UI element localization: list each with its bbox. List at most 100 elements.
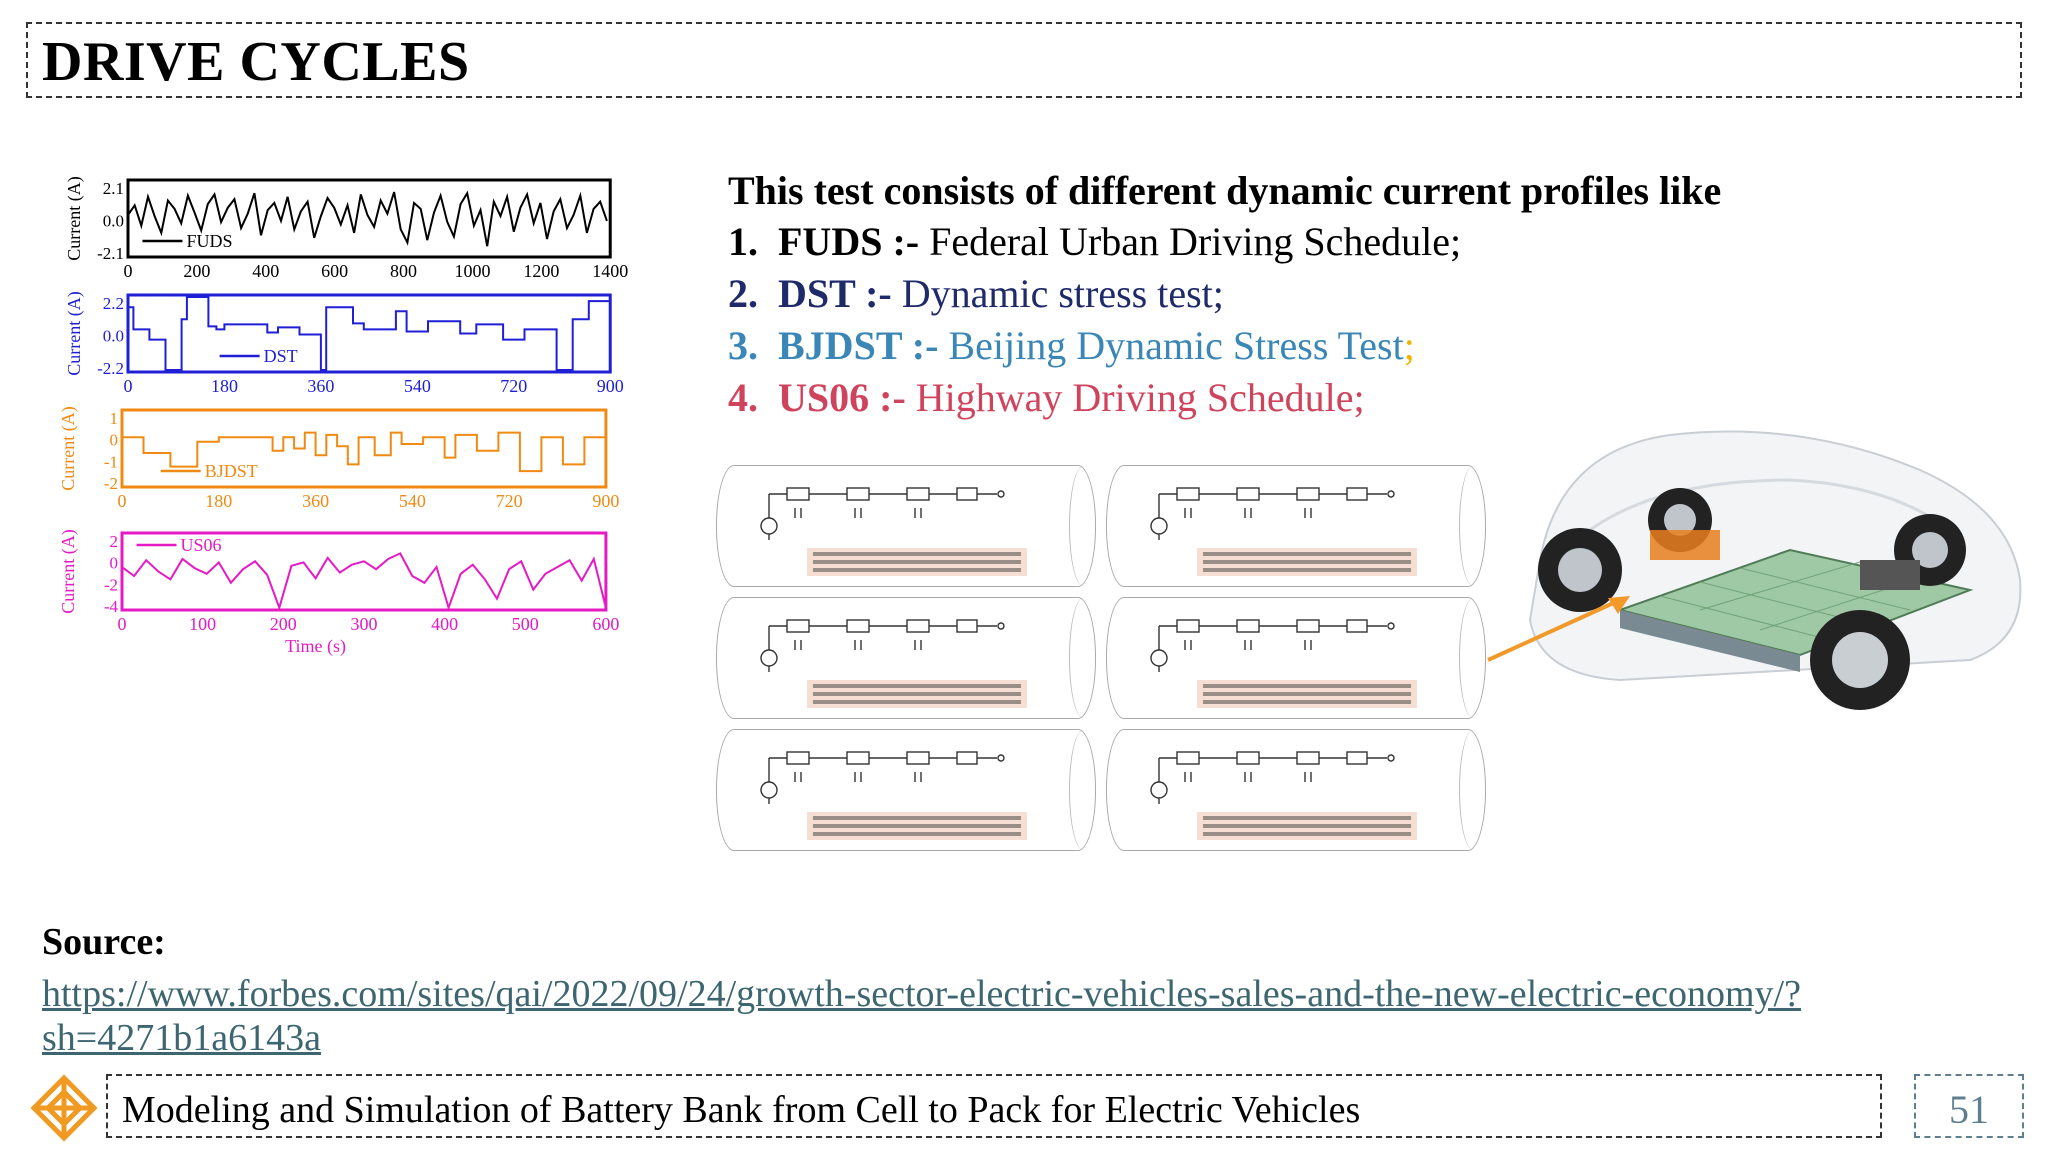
x-tick-label: 0 — [118, 614, 127, 634]
footer-title: Modeling and Simulation of Battery Bank … — [122, 1089, 1361, 1131]
citation-note — [1197, 548, 1417, 576]
citation-note — [807, 812, 1027, 840]
y-tick-label: -2.1 — [97, 244, 124, 263]
citation-note — [1197, 680, 1417, 708]
x-tick-label: 900 — [592, 491, 619, 511]
equivalent-circuit-diagram — [1150, 487, 1395, 540]
x-tick-label: 100 — [189, 614, 216, 634]
profile-item-bjdst: 3. BJDST :- Beijing Dynamic Stress Test; — [728, 320, 2028, 372]
citation-note — [807, 548, 1027, 576]
series-line-us06 — [121, 552, 607, 611]
y-tick-label: -2 — [104, 474, 118, 493]
description-lead: This test consists of different dynamic … — [728, 168, 1722, 213]
item-number: 3. — [728, 323, 758, 368]
cylinder-cap — [1459, 598, 1487, 718]
profile-item-fuds: 1. FUDS :- Federal Urban Driving Schedul… — [728, 216, 2028, 268]
item-number: 2. — [728, 271, 758, 316]
y-tick-label: 0.0 — [103, 212, 124, 231]
x-tick-label: 400 — [252, 261, 279, 281]
x-tick-label: 0 — [124, 261, 133, 281]
x-tick-label: 300 — [350, 614, 377, 634]
y-tick-label: -1 — [104, 452, 118, 471]
cylinder-cap — [1459, 730, 1487, 850]
circuit-cell-card — [716, 465, 1096, 587]
y-tick-label: 0 — [110, 554, 119, 573]
item-tail: ; — [1403, 323, 1415, 368]
x-tick-label: 1400 — [592, 261, 628, 281]
item-key: US06 :- — [778, 375, 906, 420]
y-tick-label: 2.1 — [103, 179, 124, 198]
y-tick-label: 0.0 — [103, 327, 124, 346]
x-tick-label: 360 — [302, 491, 329, 511]
item-text: Dynamic stress test; — [891, 271, 1224, 316]
x-tick-label: 180 — [211, 376, 238, 396]
x-tick-label: 540 — [399, 491, 426, 511]
item-number: 4. — [728, 375, 758, 420]
item-key: DST :- — [778, 271, 892, 316]
item-text: Beijing Dynamic Stress Test — [938, 323, 1404, 368]
series-line-dst — [128, 296, 611, 371]
circuit-cell-card — [1106, 729, 1486, 851]
institution-logo-icon — [30, 1074, 98, 1142]
item-key: BJDST :- — [778, 323, 939, 368]
footer-box: Modeling and Simulation of Battery Bank … — [106, 1074, 1882, 1138]
x-axis-label: Time (s) — [285, 636, 346, 657]
source-link[interactable]: https://www.forbes.com/sites/qai/2022/09… — [42, 973, 1801, 1059]
y-tick-label: 2 — [110, 532, 119, 551]
y-tick-label: -4 — [104, 597, 119, 616]
y-tick-label: 1 — [110, 409, 119, 428]
circuit-cell-card — [1106, 465, 1486, 587]
description: This test consists of different dynamic … — [728, 166, 2028, 424]
page-number: 51 — [1949, 1087, 1989, 1132]
x-tick-label: 360 — [307, 376, 334, 396]
equivalent-circuit-diagram — [1150, 751, 1395, 804]
x-tick-label: 400 — [431, 614, 458, 634]
circuit-cell-card — [716, 597, 1096, 719]
citation-note — [807, 680, 1027, 708]
equivalent-circuit-diagram — [1150, 619, 1395, 672]
x-tick-label: 900 — [597, 376, 624, 396]
slide-title: DRIVE CYCLES — [42, 31, 470, 93]
item-text: Highway Driving Schedule; — [905, 375, 1365, 420]
x-tick-label: 0 — [124, 376, 133, 396]
x-tick-label: 720 — [496, 491, 523, 511]
x-tick-label: 180 — [205, 491, 232, 511]
plot-frame-bjdst — [120, 408, 608, 489]
circuit-cell-card — [716, 729, 1096, 851]
equivalent-circuit-diagram — [760, 487, 1005, 540]
plot-frame-dst — [126, 293, 612, 374]
x-tick-label: 540 — [404, 376, 431, 396]
citation-note — [1197, 812, 1417, 840]
legend-label: BJDST — [205, 461, 258, 481]
plot-frame-us06 — [120, 531, 608, 612]
x-tick-label: 0 — [118, 491, 127, 511]
equivalent-circuit-diagram — [760, 751, 1005, 804]
legend-label: FUDS — [186, 231, 232, 251]
item-number: 1. — [728, 219, 758, 264]
x-tick-label: 200 — [270, 614, 297, 634]
item-key: FUDS :- — [778, 219, 920, 264]
x-tick-label: 800 — [390, 261, 417, 281]
series-line-fuds — [127, 190, 608, 247]
x-tick-label: 600 — [592, 614, 619, 634]
legend-label: DST — [264, 346, 298, 366]
cylinder-cap — [1069, 466, 1097, 586]
x-tick-label: 600 — [321, 261, 348, 281]
x-tick-label: 720 — [500, 376, 527, 396]
y-axis-label: Current (A) — [64, 176, 85, 260]
x-tick-label: 500 — [512, 614, 539, 634]
x-tick-label: 1200 — [523, 261, 559, 281]
cylinder-cap — [1069, 598, 1097, 718]
cell-circuit-grid — [716, 465, 1486, 855]
item-text: Federal Urban Driving Schedule; — [919, 219, 1462, 264]
y-axis-label: Current (A) — [58, 406, 79, 490]
circuit-cell-card — [1106, 597, 1486, 719]
cylinder-cap — [1069, 730, 1097, 850]
legend-label: US06 — [181, 535, 222, 555]
x-tick-label: 1000 — [454, 261, 490, 281]
page-number-box: 51 — [1914, 1074, 2024, 1138]
y-axis-label: Current (A) — [58, 529, 79, 613]
y-tick-label: -2 — [104, 575, 118, 594]
profile-item-dst: 2. DST :- Dynamic stress test; — [728, 268, 2028, 320]
